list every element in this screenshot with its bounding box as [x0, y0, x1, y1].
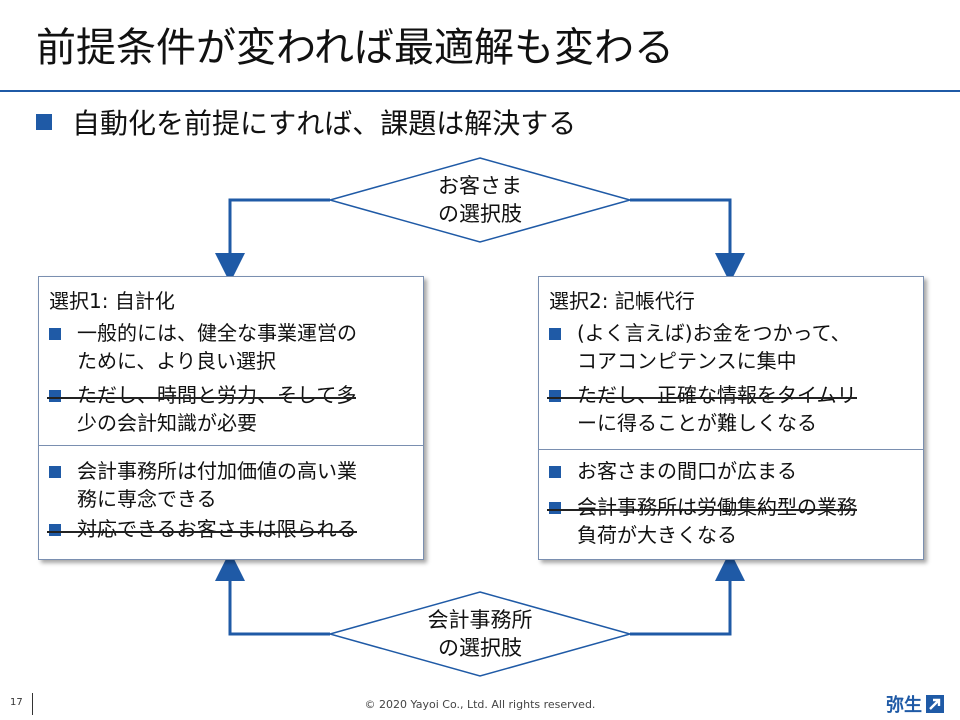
option2-item-1: (よく言えば)お金をつかって、 コアコンピテンスに集中	[549, 319, 917, 375]
subtitle-row: 自動化を前提にすれば、課題は解決する	[36, 100, 576, 144]
bottom-diamond-label: 会計事務所 の選択肢	[395, 606, 565, 662]
logo-arrow-icon	[926, 695, 944, 713]
page-number: 17	[10, 697, 23, 708]
page-title: 前提条件が変われば最適解も変わる	[36, 25, 674, 71]
subtitle: 自動化を前提にすれば、課題は解決する	[72, 107, 577, 140]
bullet-square-icon	[49, 466, 61, 478]
yayoi-logo: 弥生	[886, 691, 944, 717]
bullet-square-icon	[49, 390, 61, 402]
option1-item-3-text: 会計事務所は付加価値の高い業 務に専念できる	[77, 459, 357, 511]
top-diamond-line2: の選択肢	[438, 202, 522, 226]
copyright: © 2020 Yayoi Co., Ltd. All rights reserv…	[364, 698, 596, 711]
option2-divider	[539, 449, 923, 450]
option1-item-4: 対応できるお客さまは限られる	[47, 515, 417, 543]
option2-box: 選択2: 記帳代行 (よく言えば)お金をつかって、 コアコンピテンスに集中 ただ…	[538, 276, 924, 560]
bottom-diamond-line1: 会計事務所	[427, 608, 533, 632]
bottom-diamond-line2: の選択肢	[438, 636, 522, 660]
option2-item-4: 会計事務所は労働集約型の業務 負荷が大きくなる	[547, 493, 917, 549]
option1-box: 選択1: 自計化 一般的には、健全な事業運営の ために、より良い選択 ただし、時…	[38, 276, 424, 560]
bullet-square-icon	[49, 524, 61, 536]
option2-heading: 選択2: 記帳代行	[549, 289, 695, 313]
option1-item-1: 一般的には、健全な事業運営の ために、より良い選択	[49, 319, 417, 375]
option1-item-4-text: 対応できるお客さまは限られる	[47, 517, 357, 541]
logo-text: 弥生	[886, 695, 922, 716]
bullet-square-icon	[549, 502, 561, 514]
option1-item-2-text: ただし、時間と労力、そして多 少の会計知識が必要	[46, 383, 357, 435]
title-rule	[0, 90, 960, 92]
option2-item-4-text: 会計事務所は労働集約型の業務 負荷が大きくなる	[547, 495, 857, 547]
arrow-top-to-left-box	[215, 198, 330, 283]
top-diamond	[327, 157, 633, 243]
footer-divider	[32, 693, 33, 715]
option1-heading: 選択1: 自計化	[49, 289, 175, 313]
option2-item-2-text: ただし、正確な情報をタイムリ ーに得ることが難しくなる	[547, 383, 857, 435]
option1-item-2: ただし、時間と労力、そして多 少の会計知識が必要	[46, 381, 417, 437]
option2-item-2: ただし、正確な情報をタイムリ ーに得ることが難しくなる	[547, 381, 917, 437]
arrow-top-to-right-box	[630, 198, 745, 283]
option2-item-3: お客さまの間口が広まる	[549, 457, 917, 485]
top-diamond-line1: お客さま	[438, 174, 522, 198]
option2-item-3-text: お客さまの間口が広まる	[577, 459, 797, 483]
option1-item-1-text: 一般的には、健全な事業運営の ために、より良い選択	[77, 321, 357, 373]
bullet-square-icon	[49, 328, 61, 340]
bottom-diamond	[327, 591, 633, 677]
bullet-square-icon	[36, 114, 52, 130]
arrow-bottom-to-left-box	[215, 551, 330, 636]
option2-item-1-text: (よく言えば)お金をつかって、 コアコンピテンスに集中	[577, 321, 851, 373]
bullet-square-icon	[549, 390, 561, 402]
bullet-square-icon	[549, 466, 561, 478]
bullet-square-icon	[549, 328, 561, 340]
top-diamond-label: お客さま の選択肢	[405, 172, 555, 228]
option1-divider	[39, 445, 423, 446]
arrow-bottom-to-right-box	[630, 551, 745, 636]
option1-item-3: 会計事務所は付加価値の高い業 務に専念できる	[49, 457, 417, 513]
